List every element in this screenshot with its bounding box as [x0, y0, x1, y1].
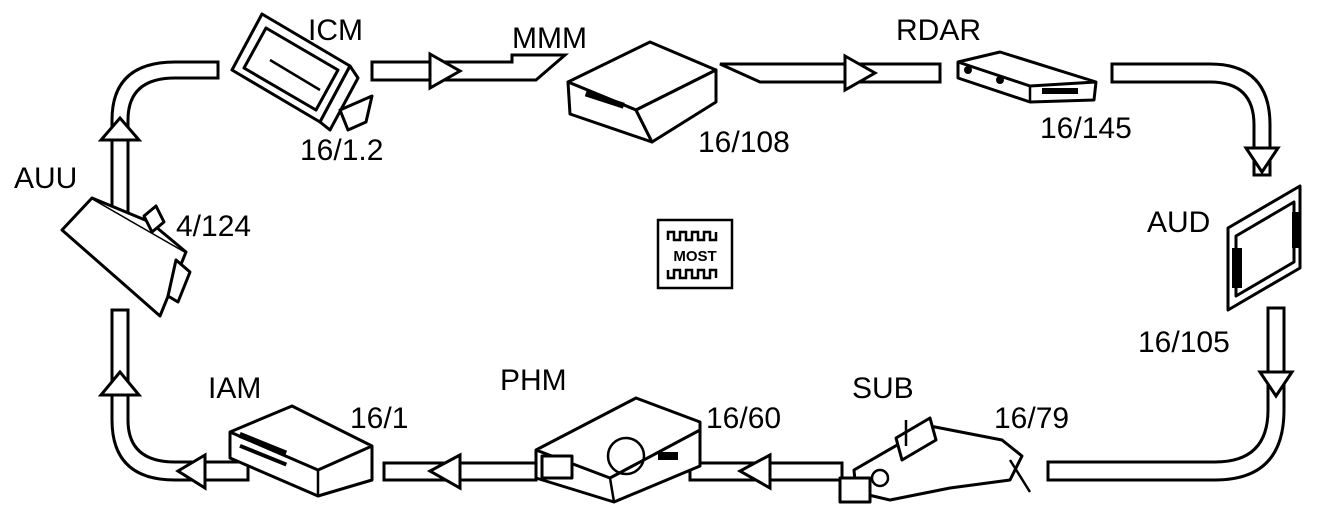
sub-code: 16/79 — [994, 402, 1069, 435]
ring-arrow-icm-mmm — [370, 53, 570, 82]
auu-code: 4/124 — [176, 210, 251, 243]
rdar-label: RDAR — [896, 14, 981, 47]
aud-device-icon — [1226, 184, 1302, 312]
ring-arrow-auu-icm — [110, 60, 220, 217]
ring-arrow-iam-auu-head2 — [97, 369, 143, 397]
ring-arrow-auu-icm-head — [97, 115, 143, 142]
sub-device-icon — [838, 416, 1032, 504]
ring-arrow-phm-iam-head — [426, 452, 462, 491]
mmm-device-icon — [566, 40, 718, 144]
most-bus-icon: MOST — [656, 218, 734, 290]
ring-arrow-icm-mmm-head — [428, 51, 464, 91]
mmm-code: 16/108 — [698, 126, 790, 159]
aud-label: AUD — [1147, 206, 1210, 239]
icm-label: ICM — [308, 14, 363, 47]
iam-label: IAM — [208, 372, 261, 405]
mmm-label: MMM — [512, 22, 587, 55]
icm-code: 16/1.2 — [300, 134, 383, 167]
phm-label: PHM — [500, 364, 567, 397]
phm-code: 16/60 — [706, 402, 781, 435]
auu-device-icon — [60, 196, 192, 318]
rdar-device-icon — [956, 50, 1098, 104]
aud-code: 16/105 — [1138, 326, 1230, 359]
icm-device-icon — [230, 12, 374, 132]
sub-label: SUB — [852, 372, 914, 405]
ring-arrow-aud-sub — [1046, 306, 1286, 482]
iam-device-icon — [228, 404, 374, 498]
ring-arrow-sub-phm-head — [736, 452, 772, 491]
rdar-code: 16/145 — [1040, 112, 1132, 145]
auu-label: AUU — [14, 162, 77, 195]
ring-arrow-iam-auu — [110, 308, 250, 482]
phm-device-icon — [534, 396, 702, 504]
ring-arrow-aud-sub-head — [1257, 370, 1295, 399]
most-bus-label: MOST — [673, 248, 716, 265]
ring-arrow-rdar-aud-head — [1243, 146, 1281, 175]
iam-code: 16/1 — [350, 402, 408, 435]
ring-arrow-rdar-aud — [1110, 62, 1272, 177]
ring-arrow-mmm-rdar-head — [843, 53, 879, 93]
ring-arrow-mmm-rdar — [719, 62, 942, 84]
ring-arrow-iam-auu-head — [175, 452, 207, 491]
